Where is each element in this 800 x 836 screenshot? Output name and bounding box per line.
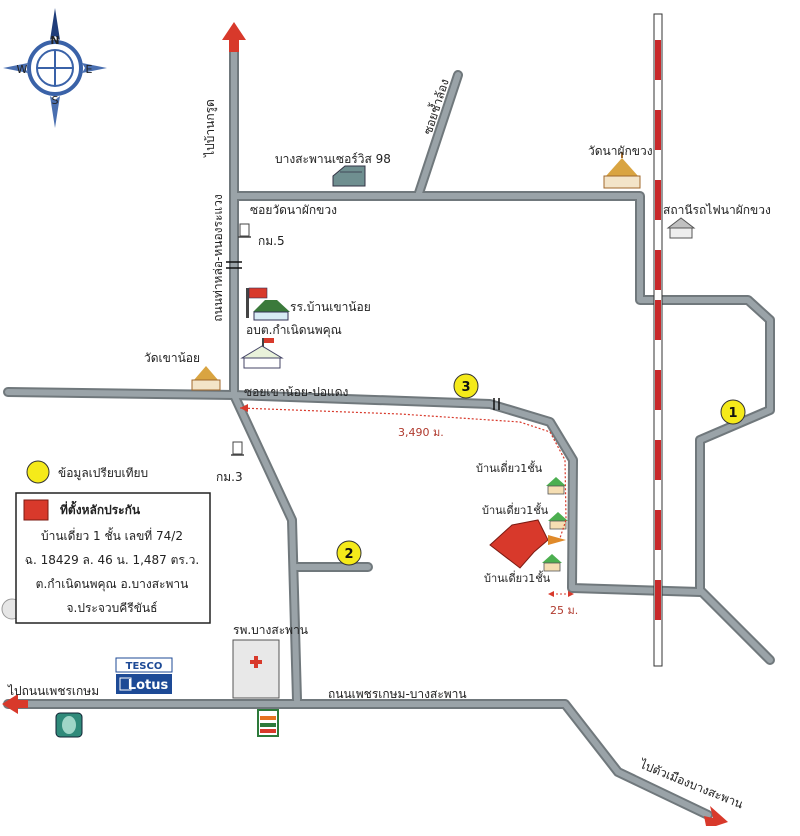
compass-south: S xyxy=(52,94,59,107)
marker-3-label: 3 xyxy=(461,380,470,395)
marker-2-label: 2 xyxy=(344,547,353,562)
compass-east: E xyxy=(86,63,93,76)
legend-collateral-box: ที่ตั้งหลักประกัน บ้านเดี่ยว 1 ชั้น เลขท… xyxy=(15,492,211,624)
gas-station-icon xyxy=(55,712,83,738)
label-station: สถานีรถไฟนาผักขวง xyxy=(663,203,771,217)
label-hospital: รพ.บางสะพาน xyxy=(233,623,308,637)
legend-compare: ข้อมูลเปรียบเทียบ xyxy=(26,460,148,484)
legend-collateral-title: ที่ตั้งหลักประกัน xyxy=(60,500,141,517)
compass-west: W xyxy=(17,63,28,76)
school-icon xyxy=(246,287,290,321)
office-icon xyxy=(240,338,284,369)
distance-route xyxy=(239,404,574,597)
label-house-2: บ้านเดี่ยว1ชั้น xyxy=(482,502,549,517)
railway-line xyxy=(653,13,663,667)
temple-icon-khao-noi xyxy=(191,366,221,391)
temple-icon-na-phak-khuang xyxy=(603,152,641,189)
label-wat-na-phak-khuang: วัดนาผักขวง xyxy=(588,144,653,158)
label-road-phetkasem: ถนนเพชรเกษม-บางสะพาน xyxy=(328,687,467,701)
label-house-3: บ้านเดี่ยว1ชั้น xyxy=(484,570,551,585)
label-distance-main: 3,490 ม. xyxy=(398,426,444,439)
legend-line1: บ้านเดี่ยว 1 ชั้น เลขที่ 74/2 xyxy=(41,527,183,543)
label-to-ban-krut: ไปบ้านกรูด xyxy=(203,99,218,158)
train-station-icon xyxy=(666,217,696,239)
label-tambon-office: อบต.กำเนิดนพคุณ xyxy=(246,323,342,338)
tesco-lotus-logo: TESCO Lotus xyxy=(115,657,173,694)
km5-marker-icon xyxy=(238,223,251,238)
hospital-icon xyxy=(232,639,280,699)
warehouse-icon xyxy=(332,165,366,187)
lotus-text: Lotus xyxy=(128,678,169,693)
label-soi-khao-noi: ซอยเขาน้อย-ปอแดง xyxy=(244,385,348,399)
label-soi-wat-na-phak-khuang: ซอยวัดนาผักขวง xyxy=(250,203,337,217)
label-school: รร.บ้านเขาน้อย xyxy=(290,300,371,314)
label-to-phetkasem: ไปถนนเพชรเกษม xyxy=(7,684,99,698)
label-wat-khao-noi: วัดเขาน้อย xyxy=(144,351,200,365)
bridge-icon xyxy=(226,261,242,269)
collateral-plot xyxy=(489,519,566,569)
label-km5: กม.5 xyxy=(258,234,285,248)
label-distance-small: 25 ม. xyxy=(550,604,578,617)
house-icon-1 xyxy=(546,477,566,495)
legend-line3: ต.กำเนิดนพคุณ อ.บางสะพาน xyxy=(36,577,189,592)
marker-1: 1 xyxy=(720,399,746,425)
label-km3: กม.3 xyxy=(216,470,243,484)
house-icon-2 xyxy=(548,512,568,530)
legend-line2: ฉ. 18429 ล. 46 น. 1,487 ตร.ว. xyxy=(25,553,199,567)
label-road-tha-lo: ถนนท่าหล่อ-หนองระแวง xyxy=(211,194,225,322)
label-house-1: บ้านเดี่ยว1ชั้น xyxy=(476,460,543,475)
seven-eleven-icon xyxy=(257,709,279,737)
legend-compare-label: ข้อมูลเปรียบเทียบ xyxy=(58,466,148,481)
arrow-down-right-icon xyxy=(704,806,728,826)
compass-rose-icon: N S W E xyxy=(3,8,107,128)
tesco-text: TESCO xyxy=(126,661,163,672)
km3-marker-icon xyxy=(231,441,244,456)
label-bang-saphan-service: บางสะพานเซอร์วิส 98 xyxy=(275,152,391,166)
marker-1-label: 1 xyxy=(728,406,737,421)
house-icon-3 xyxy=(542,554,562,572)
road-network xyxy=(3,45,775,820)
bridge-icon-soi xyxy=(493,398,500,410)
marker-3: 3 xyxy=(453,373,479,399)
arrow-up-icon xyxy=(222,22,246,52)
arrow-left-icon xyxy=(2,694,28,714)
marker-2: 2 xyxy=(336,540,362,566)
legend-line4: จ.ประจวบคีรีขันธ์ xyxy=(67,601,158,615)
compass-north: N xyxy=(50,34,59,47)
